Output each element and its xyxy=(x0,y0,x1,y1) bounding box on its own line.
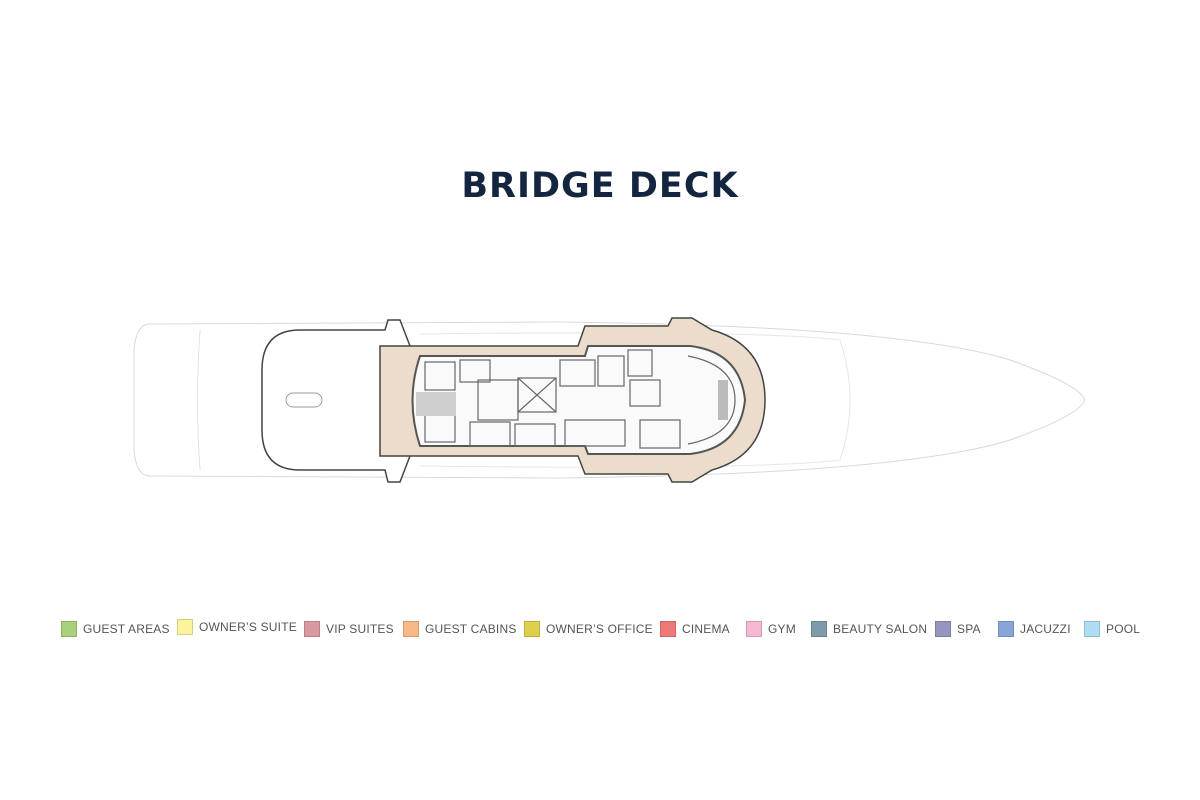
legend-label: GUEST AREAS xyxy=(83,622,170,636)
interior xyxy=(411,345,747,455)
aft-hatch xyxy=(285,392,323,408)
legend-swatch xyxy=(746,621,762,637)
room-walls xyxy=(424,349,736,449)
legend-item-guest-cabins: GUEST CABINS xyxy=(403,621,517,637)
legend-item-gym: GYM xyxy=(746,621,796,637)
legend-label: GUEST CABINS xyxy=(425,622,517,636)
lounge-sofa xyxy=(718,380,728,420)
legend-item-beauty-salon: BEAUTY SALON xyxy=(811,621,927,637)
legend-item-pool: POOL xyxy=(1084,621,1140,637)
legend-label: SPA xyxy=(957,622,981,636)
legend-swatch xyxy=(935,621,951,637)
legend-item-owners-suite: OWNER’S SUITE xyxy=(177,619,297,635)
legend-swatch xyxy=(1084,621,1100,637)
legend-item-owners-office: OWNER’S OFFICE xyxy=(524,621,653,637)
legend-swatch xyxy=(403,621,419,637)
legend-swatch xyxy=(524,621,540,637)
legend-swatch xyxy=(61,621,77,637)
legend-label: POOL xyxy=(1106,622,1141,636)
aft-deck xyxy=(261,319,411,483)
legend-item-jacuzzi: JACUZZI xyxy=(998,621,1071,637)
legend-label: GYM xyxy=(768,622,796,636)
legend-label: OWNER’S SUITE xyxy=(199,620,297,634)
legend-swatch xyxy=(998,621,1014,637)
page-title: BRIDGE DECK xyxy=(461,166,739,206)
hull-outline xyxy=(133,321,1086,479)
legend-item-guest-areas: GUEST AREAS xyxy=(61,621,170,637)
legend-label: VIP SUITES xyxy=(326,622,394,636)
legend-swatch xyxy=(660,621,676,637)
legend-swatch xyxy=(811,621,827,637)
legend-label: JACUZZI xyxy=(1020,622,1071,636)
legend-label: OWNER’S OFFICE xyxy=(546,622,653,636)
legend-item-vip-suites: VIP SUITES xyxy=(304,621,394,637)
legend-label: CINEMA xyxy=(682,622,730,636)
legend-swatch xyxy=(304,621,320,637)
legend-swatch xyxy=(177,619,193,635)
dining-area xyxy=(416,392,456,416)
legend: GUEST AREAS OWNER’S SUITE VIP SUITES GUE… xyxy=(0,619,1200,641)
legend-item-spa: SPA xyxy=(935,621,981,637)
legend-label: BEAUTY SALON xyxy=(833,622,928,636)
legend-item-cinema: CINEMA xyxy=(660,621,730,637)
